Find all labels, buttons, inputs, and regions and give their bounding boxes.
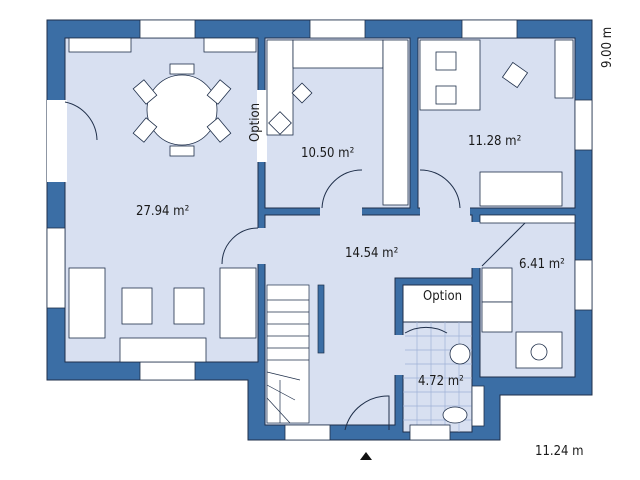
entrance-triangle-icon [360, 452, 372, 460]
dimension-width: 11.24 m [535, 444, 584, 459]
sofa-right [219, 267, 257, 339]
couch-right-room [479, 171, 563, 207]
staircase [266, 284, 325, 424]
area-room-right: 11.28 m² [468, 134, 521, 149]
label-option-wc: Option [423, 289, 462, 304]
door-openings [47, 90, 482, 375]
dining-table [146, 74, 218, 146]
toilet [442, 406, 468, 424]
furniture [68, 37, 576, 427]
room-hall [264, 214, 473, 426]
sofa-left [68, 267, 106, 339]
sofa-bottom [119, 337, 207, 363]
wc-option-area [402, 284, 473, 323]
dimension-depth: 9.00 m [600, 27, 615, 68]
label-option-kitchen: Option [248, 103, 263, 142]
area-kitchen: 10.50 m² [301, 146, 354, 161]
area-hall: 14.54 m² [345, 246, 398, 261]
area-wc: 4.72 m² [418, 374, 464, 389]
area-utility: 6.41 m² [519, 257, 565, 272]
area-living-dining: 27.94 m² [136, 204, 189, 219]
windows [46, 19, 593, 441]
wc-washbasin [449, 343, 471, 365]
